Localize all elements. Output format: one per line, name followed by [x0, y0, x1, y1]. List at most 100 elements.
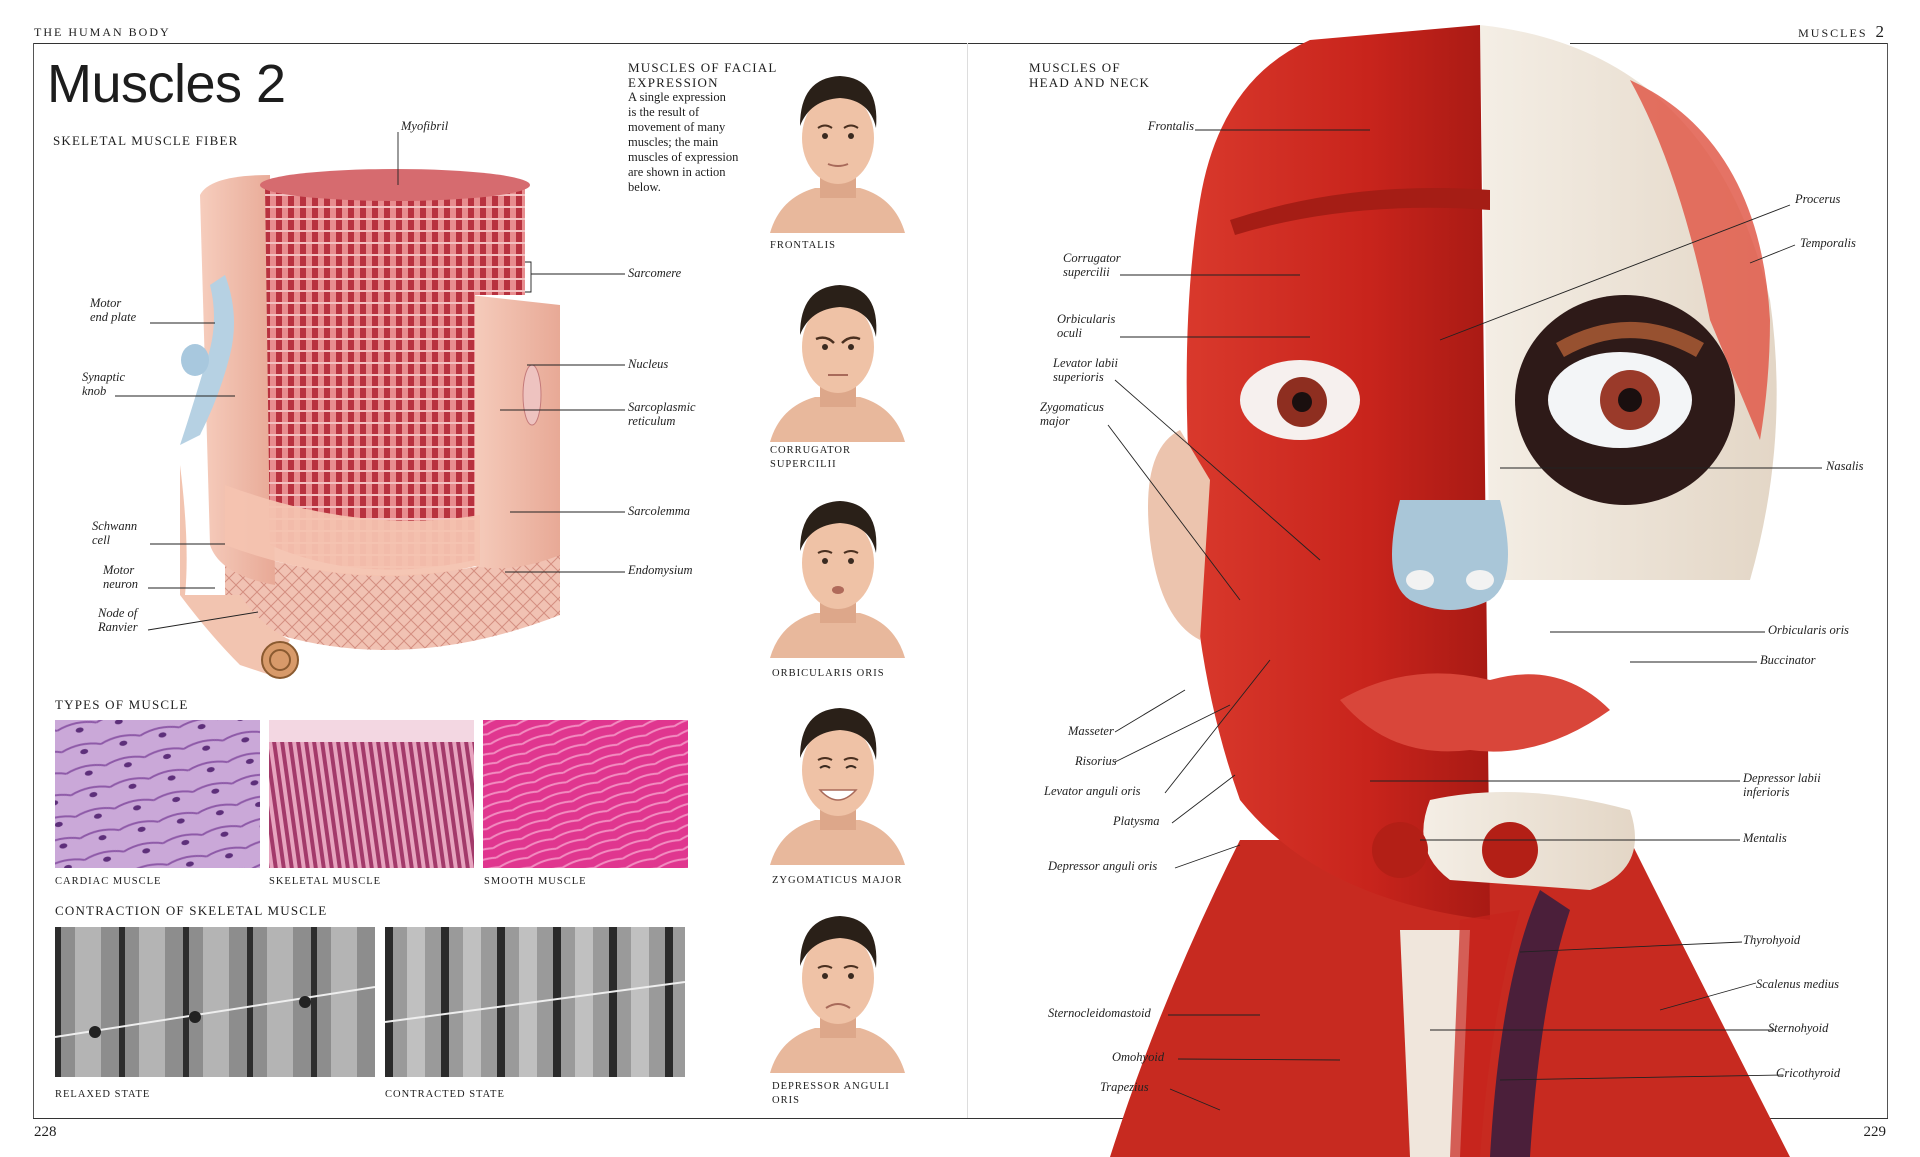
label-depressor-labii-line1: Depressor labii	[1743, 771, 1821, 785]
head-heading-line1: MUSCLES OF	[1029, 60, 1121, 75]
bottom-rule-left	[33, 1118, 1193, 1119]
relaxed-state-micrograph	[55, 927, 375, 1077]
label-motor-end-line2: end plate	[90, 310, 137, 324]
caption-relaxed: RELAXED STATE	[55, 1089, 151, 1100]
label-synaptic-line2: knob	[82, 384, 107, 398]
running-head-right-text: MUSCLES	[1798, 26, 1868, 40]
facial-intro-line7: below.	[628, 180, 661, 194]
label-node-of-ranvier: Node of Ranvier	[98, 606, 138, 634]
facial-heading: MUSCLES OF FACIAL EXPRESSION	[628, 60, 777, 90]
label-risorius: Risorius	[1075, 754, 1117, 768]
head-heading: MUSCLES OF HEAD AND NECK	[1029, 60, 1150, 90]
label-procerus: Procerus	[1795, 192, 1841, 206]
label-levator-labii-line2: superioris	[1053, 370, 1104, 384]
contraction-heading: CONTRACTION OF SKELETAL MUSCLE	[55, 903, 328, 918]
caption-contracted: CONTRACTED STATE	[385, 1089, 505, 1100]
head-leader-lines	[1107, 129, 1822, 1111]
label-motor-end-plate: Motor end plate	[90, 296, 136, 324]
page-number-right: 229	[1863, 1124, 1887, 1140]
facial-intro-line1: A single expression	[628, 90, 726, 104]
caption-face-corrugator-line2: SUPERCILII	[770, 459, 837, 470]
label-sternocleidomastoid: Sternocleidomastoid	[1048, 1006, 1151, 1020]
caption-face-orbicularis: ORBICULARIS ORIS	[772, 667, 885, 681]
label-depressor-anguli-oris: Depressor anguli oris	[1048, 859, 1158, 873]
contracted-state-micrograph	[385, 927, 685, 1077]
label-orbicularis-oculi-line2: oculi	[1057, 326, 1082, 340]
label-motor-end-line1: Motor	[90, 296, 122, 310]
facial-intro-line4: muscles; the main	[628, 135, 719, 149]
caption-face-depressor: DEPRESSOR ANGULI ORIS	[772, 1080, 890, 1108]
top-rule-left	[33, 43, 1343, 44]
facial-intro: A single expression is the result of mov…	[628, 90, 738, 195]
label-endomysium: Endomysium	[628, 563, 693, 577]
face-zygomaticus-major	[770, 708, 905, 865]
label-levator-labii-line1: Levator labii	[1053, 356, 1118, 370]
label-sarcomere: Sarcomere	[628, 266, 682, 280]
label-sarcoplasmic-line2: reticulum	[628, 414, 676, 428]
face-orbicularis-oris	[770, 501, 905, 658]
label-node-line2: Ranvier	[98, 620, 138, 634]
caption-face-orbicularis-line1: ORBICULARIS ORIS	[772, 668, 885, 679]
label-schwann-cell: Schwann cell	[92, 519, 137, 547]
label-synaptic-line1: Synaptic	[82, 370, 126, 384]
label-thyrohyoid: Thyrohyoid	[1743, 933, 1801, 947]
running-head-left: THE HUMAN BODY	[34, 25, 171, 39]
label-temporalis: Temporalis	[1800, 236, 1856, 250]
label-corrugator-line2: supercilii	[1063, 265, 1110, 279]
facial-intro-line6: are shown in action	[628, 165, 726, 179]
label-sarcolemma: Sarcolemma	[628, 504, 691, 518]
label-scalenus-medius: Scalenus medius	[1756, 977, 1839, 991]
facial-intro-line5: muscles of expression	[628, 150, 739, 164]
label-levator-anguli-oris: Levator anguli oris	[1044, 784, 1141, 798]
label-synaptic-knob: Synaptic knob	[82, 370, 125, 398]
caption-face-zygomaticus: ZYGOMATICUS MAJOR	[772, 874, 902, 888]
top-rule-right	[1570, 43, 1888, 44]
head-neck-anatomy-model	[1110, 25, 1790, 1157]
facial-intro-line2: is the result of	[628, 105, 700, 119]
label-corrugator-line1: Corrugator	[1063, 251, 1121, 265]
facial-heading-line1: MUSCLES OF FACIAL	[628, 60, 778, 75]
fiber-heading: SKELETAL MUSCLE FIBER	[53, 133, 239, 148]
caption-face-frontalis: FRONTALIS	[770, 239, 836, 253]
label-frontalis: Frontalis	[1147, 119, 1194, 133]
caption-face-corrugator-line1: CORRUGATOR	[770, 445, 851, 456]
label-corrugator-supercilii: Corrugator supercilii	[1063, 251, 1121, 279]
label-myofibril: Myofibril	[401, 119, 449, 133]
label-motor-neuron-line2: neuron	[103, 577, 138, 591]
facial-intro-line3: movement of many	[628, 120, 726, 134]
label-zygomaticus-line1: Zygomaticus	[1040, 400, 1104, 414]
label-motor-neuron-line1: Motor	[103, 563, 135, 577]
label-schwann-line2: cell	[92, 533, 111, 547]
head-heading-line2: HEAD AND NECK	[1029, 75, 1151, 90]
caption-cardiac: CARDIAC MUSCLE	[55, 876, 162, 887]
label-depressor-labii-inferioris: Depressor labii inferioris	[1743, 771, 1821, 799]
face-depressor-anguli-oris	[770, 916, 905, 1073]
label-trapezius: Trapezius	[1100, 1080, 1149, 1094]
label-levator-labii-superioris: Levator labii superioris	[1053, 356, 1118, 384]
label-sternohyoid: Sternohyoid	[1768, 1021, 1829, 1035]
fiber-leader-lines	[115, 132, 625, 631]
caption-face-corrugator: CORRUGATOR SUPERCILII	[770, 444, 851, 472]
facial-heading-line2: EXPRESSION	[628, 75, 719, 90]
face-corrugator-supercilii	[770, 285, 905, 442]
label-sarcoplasmic-line1: Sarcoplasmic	[628, 400, 696, 414]
caption-skeletal: SKELETAL MUSCLE	[269, 876, 382, 887]
label-nucleus: Nucleus	[628, 357, 669, 371]
left-margin-rule	[33, 43, 34, 1118]
caption-face-depressor-line2: ORIS	[772, 1095, 800, 1106]
bottom-rule-right	[1758, 1118, 1888, 1119]
right-margin-rule	[1887, 43, 1888, 1118]
types-heading: TYPES OF MUSCLE	[55, 697, 189, 712]
caption-face-depressor-line1: DEPRESSOR ANGULI	[772, 1081, 890, 1092]
label-masseter: Masseter	[1068, 724, 1114, 738]
cardiac-muscle-micrograph	[55, 720, 260, 868]
label-sarcoplasmic-reticulum: Sarcoplasmic reticulum	[628, 400, 696, 428]
label-orbicularis-oculi-line1: Orbicularis	[1057, 312, 1116, 326]
caption-face-frontalis-line1: FRONTALIS	[770, 240, 836, 251]
page-number-left: 228	[34, 1124, 57, 1140]
label-node-line1: Node of	[98, 606, 138, 620]
running-head-right-number: 2	[1875, 22, 1885, 41]
label-mentalis: Mentalis	[1743, 831, 1787, 845]
page-title: Muscles 2	[47, 54, 286, 114]
